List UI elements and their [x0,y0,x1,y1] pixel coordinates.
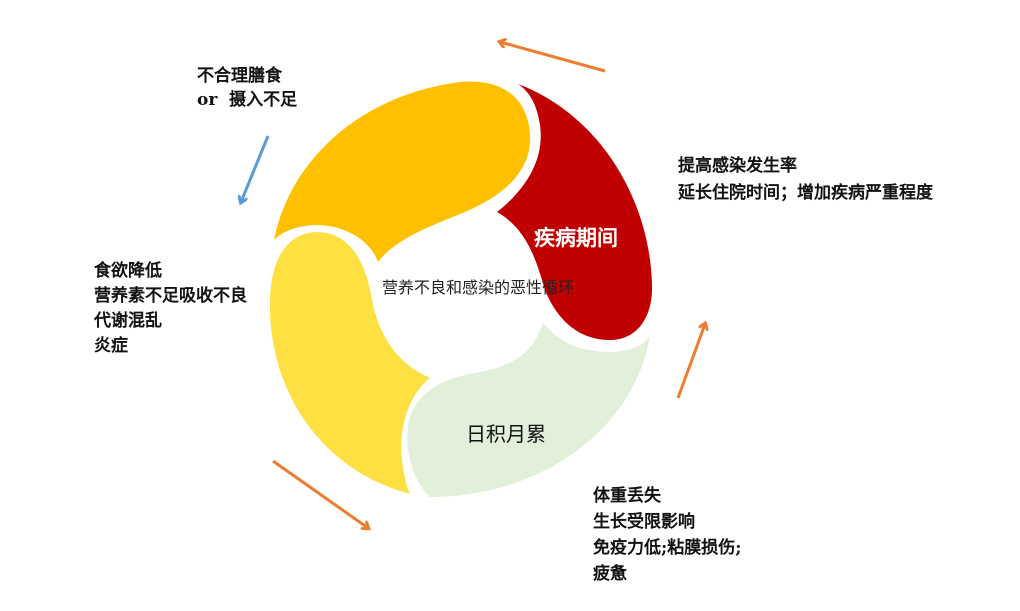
arrow-bottom-left [272,459,368,528]
center-title: 营养不良和感染的恶性循环 [382,278,575,297]
note-top-left: 不合理膳食 or 摄入不足 [197,64,297,112]
note-left: 食欲降低 营养素不足吸收不良 代谢混乱 炎症 [94,259,247,359]
segment-label-illness: 疾病期间 [534,226,618,250]
note-line: 延长住院时间；增加疾病严重程度 [678,183,933,203]
segment-accumulation [407,322,650,497]
segment-poor-intake [274,81,531,262]
note-line: 生长受限影响 [593,512,695,532]
note-right: 提高感染发生率 延长住院时间；增加疾病严重程度 [678,153,933,207]
note-line: 营养素不足吸收不良 [94,286,247,306]
note-line: 体重丢失 [593,486,661,506]
note-line: 代谢混乱 [94,311,162,331]
note-line: or 摄入不足 [197,90,298,110]
note-bottom-right: 体重丢失 生长受限影响 免疫力低;粘膜损伤; 疲惫 [593,483,742,587]
note-line: 提高感染发生率 [678,156,797,176]
note-line: 不合理膳食 [197,66,282,86]
segment-illness [497,84,653,340]
note-line: 炎症 [94,336,128,356]
arrow-top-left [241,135,270,202]
note-line: 疲惫 [593,564,627,584]
note-line: 免疫力低;粘膜损伤; [593,538,742,558]
arrow-top [500,42,606,73]
note-line: 食欲降低 [94,261,162,281]
segment-malabsorption [269,232,430,494]
arrow-right [676,324,705,399]
segment-label-accumulation: 日积月累 [466,422,546,446]
